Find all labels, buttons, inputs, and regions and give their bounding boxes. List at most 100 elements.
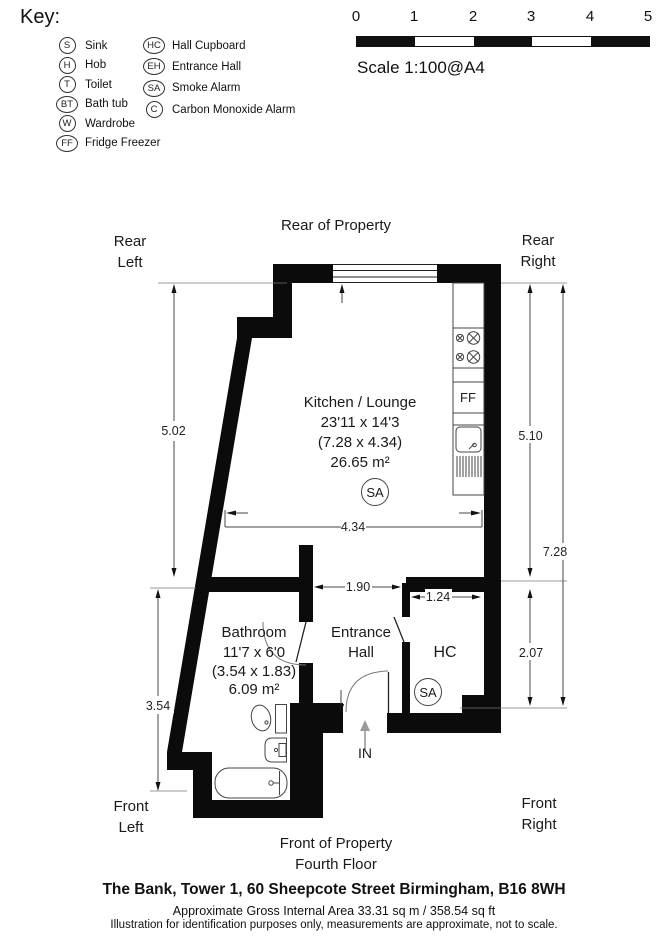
key-item-smoke-alarm: SA Smoke Alarm <box>143 79 295 97</box>
scale-bar <box>356 36 650 47</box>
key-label: Wardrobe <box>85 117 136 130</box>
dim-label: 7.28 <box>543 545 567 559</box>
key-item-entrance-hall: EH Entrance Hall <box>143 58 295 76</box>
key-label: Bath tub <box>85 98 128 111</box>
fridge-freezer-label: FF <box>460 390 476 405</box>
scale-tick: 3 <box>526 8 536 25</box>
bathroom-name: Bathroom <box>221 624 286 641</box>
dim-cupboard-height: 2.07 <box>515 589 546 706</box>
key-item-hob: H Hob <box>56 56 160 74</box>
toilet-symbol-icon: T <box>58 76 76 94</box>
wash-basin-icon <box>264 737 287 763</box>
kitchen-label-block: Kitchen / Lounge 23'11 x 14'3 (7.28 x 4.… <box>304 394 417 471</box>
key-item-toilet: T Toilet <box>56 76 160 94</box>
sink-icon <box>455 426 482 477</box>
key-item-fridge-freezer: FF Fridge Freezer <box>56 134 161 152</box>
kitchen-area: 26.65 m² <box>330 454 389 471</box>
front-left-label: Front <box>113 798 149 815</box>
scale-caption: Scale 1:100@A4 <box>357 58 485 77</box>
bathroom-area: 6.09 m² <box>229 681 280 698</box>
rear-left-label: Rear <box>114 233 147 250</box>
dim-total-height: 7.28 <box>539 284 571 706</box>
co-alarm-symbol-icon: C <box>145 101 163 119</box>
key-label: Hall Cupboard <box>172 39 246 52</box>
bathroom-metric: (3.54 x 1.83) <box>212 663 296 680</box>
property-address: The Bank, Tower 1, 60 Sheepcote Street B… <box>102 881 566 898</box>
rear-right-label: Right <box>520 253 556 270</box>
bathroom-imperial: 11'7 x 6'0 <box>223 644 285 661</box>
fridge-freezer-symbol-icon: FF <box>56 134 78 152</box>
floor-label: Fourth Floor <box>295 856 377 873</box>
dim-label: 5.02 <box>161 424 185 438</box>
window-reference-arrow <box>339 284 345 303</box>
scale-tick: 0 <box>351 8 361 25</box>
front-right-label: Front <box>521 795 557 812</box>
hall-cupboard-symbol-icon: HC <box>143 37 165 54</box>
dim-left-height: 5.02 <box>158 284 189 577</box>
hob-icon <box>455 331 481 364</box>
bathtub-symbol-icon: BT <box>56 95 78 113</box>
key-item-sink: S Sink <box>56 37 160 54</box>
smoke-alarm-hall-label: SA <box>419 685 437 700</box>
hall-cupboard-label: HC <box>433 644 456 661</box>
sink-symbol-icon: S <box>58 37 76 54</box>
key-item-hall-cupboard: HC Hall Cupboard <box>143 37 295 54</box>
smoke-alarm-kitchen <box>361 478 389 506</box>
cupboard-door <box>393 616 405 643</box>
entrance-door <box>345 670 390 713</box>
dim-label: 1.90 <box>346 580 370 594</box>
extension-lines <box>150 282 567 792</box>
dim-kitchen-width: 4.34 <box>224 510 483 534</box>
rear-right-label: Rear <box>522 232 555 249</box>
rear-left-label: Left <box>117 254 143 271</box>
hob-symbol-icon: H <box>58 56 76 74</box>
key-item-bathtub: BT Bath tub <box>56 95 160 113</box>
dim-hall-width: 1.90 <box>314 579 401 594</box>
scale-tick: 2 <box>468 8 478 25</box>
dim-label: 5.10 <box>518 429 542 443</box>
front-of-property-label: Front of Property <box>280 835 393 852</box>
in-label: IN <box>358 745 372 761</box>
front-right-label: Right <box>521 816 557 833</box>
smoke-alarm-symbol-icon: SA <box>143 79 165 97</box>
key-item-co-alarm: C Carbon Monoxide Alarm <box>143 101 296 119</box>
kitchen-imperial: 23'11 x 14'3 <box>321 414 400 431</box>
kitchen-name: Kitchen / Lounge <box>304 394 417 411</box>
scale-tick: 4 <box>585 8 595 25</box>
key-label: Smoke Alarm <box>172 82 241 95</box>
entrance-hall-label: Entrance Hall <box>331 624 391 661</box>
dim-cupboard-width: 1.24 <box>411 589 481 604</box>
bath-tub-icon <box>214 767 288 799</box>
key-column-2: HC Hall Cupboard EH Entrance Hall SA Smo… <box>143 37 295 123</box>
key-item-wardrobe: W Wardrobe <box>56 115 160 133</box>
scale-tick: 5 <box>643 8 653 25</box>
wardrobe-symbol-icon: W <box>58 115 76 133</box>
dim-kitchen-height: 5.10 <box>515 284 546 577</box>
key-label: Fridge Freezer <box>85 137 161 150</box>
disclaimer: Illustration for identification purposes… <box>110 919 558 931</box>
orientation-labels: Rear of Property Rear Left Rear Right Fr… <box>113 217 557 873</box>
key-label: Hob <box>85 59 107 72</box>
entrance-reference-arrow <box>338 690 344 714</box>
key-label: Entrance Hall <box>172 60 242 73</box>
interior-walls <box>203 545 484 713</box>
dim-label: 3.54 <box>146 699 170 713</box>
key-label: Sink <box>85 39 108 52</box>
rear-of-property-label: Rear of Property <box>281 217 392 234</box>
dim-label: 1.24 <box>426 590 450 604</box>
dim-label: 2.07 <box>519 646 543 660</box>
key-label: Carbon Monoxide Alarm <box>172 103 296 116</box>
toilet-icon <box>250 704 287 734</box>
key-label: Toilet <box>85 78 112 91</box>
dim-label: 4.34 <box>341 520 365 534</box>
in-arrow <box>360 720 370 750</box>
key-title: Key: <box>20 6 61 28</box>
key-column-1: S Sink H Hob T Toilet BT Bath tub W Ward… <box>56 37 160 155</box>
kitchen-counter <box>452 282 485 496</box>
scale-tick: 1 <box>409 8 419 25</box>
exterior-walls <box>167 264 501 818</box>
bathroom-label-block: Bathroom 11'7 x 6'0 (3.54 x 1.83) 6.09 m… <box>212 624 296 698</box>
entrance-line2: Hall <box>348 644 374 661</box>
